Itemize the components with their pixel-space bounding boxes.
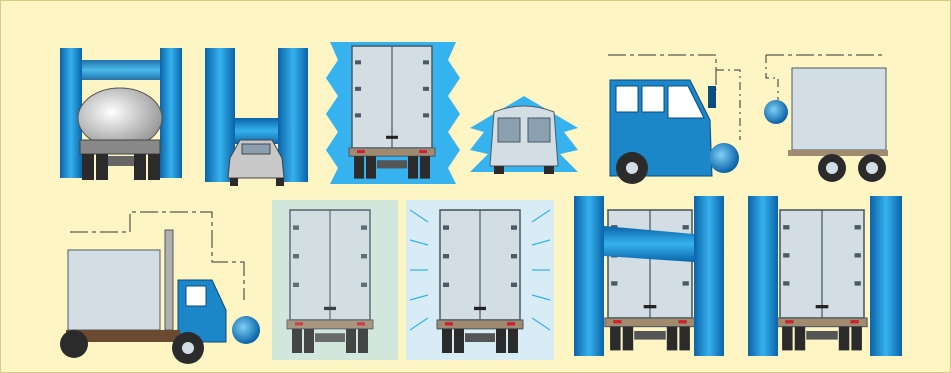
sedan-rear-under-horizontal-brush-icon [205,48,308,186]
box-truck-rear-rinse-icon [272,200,398,360]
box-truck-rear-with-spray-fringe-icon [326,42,460,184]
tanker-truck-rear-between-vertical-brushes-icon [60,48,182,180]
truck-side-with-rotating-brush-icon [60,212,260,364]
box-truck-side-with-rotating-brush-icon [764,55,888,182]
box-truck-rear-with-side-brushes-icon [748,196,902,356]
box-truck-rear-water-jets-icon [406,200,554,360]
bus-side-with-rotating-brush-icon [608,55,740,184]
van-rear-with-spray-icon [470,96,578,174]
box-truck-rear-with-top-brush-icon [574,196,724,356]
